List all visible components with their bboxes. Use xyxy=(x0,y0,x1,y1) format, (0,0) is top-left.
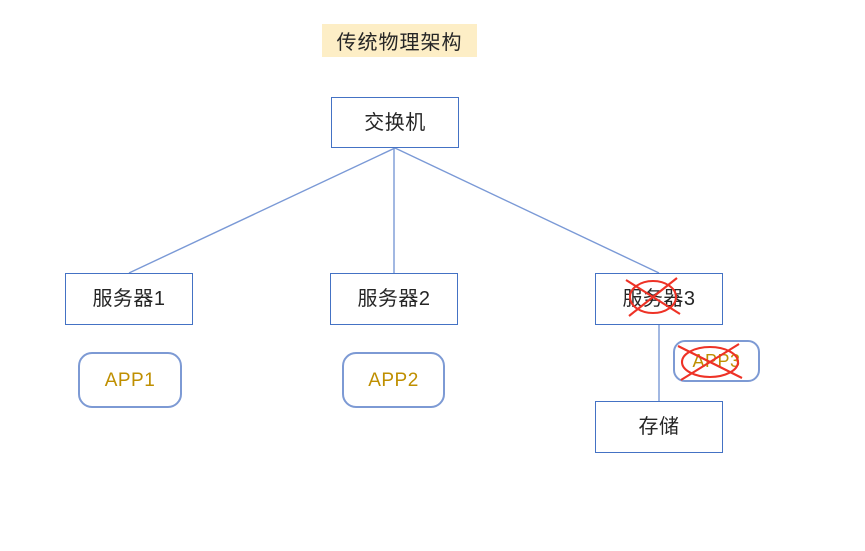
node-app3: APP3 xyxy=(673,340,760,382)
edge-switch-server3 xyxy=(394,147,660,274)
node-storage: 存储 xyxy=(595,401,723,453)
edge-switch-server1 xyxy=(128,147,396,274)
node-app2: APP2 xyxy=(342,352,445,408)
node-server1: 服务器1 xyxy=(65,273,193,325)
node-app1: APP1 xyxy=(78,352,182,408)
node-switch: 交换机 xyxy=(331,97,459,148)
node-server2: 服务器2 xyxy=(330,273,458,325)
diagram-title: 传统物理架构 xyxy=(322,24,477,57)
node-server3: 服务器3 xyxy=(595,273,723,325)
